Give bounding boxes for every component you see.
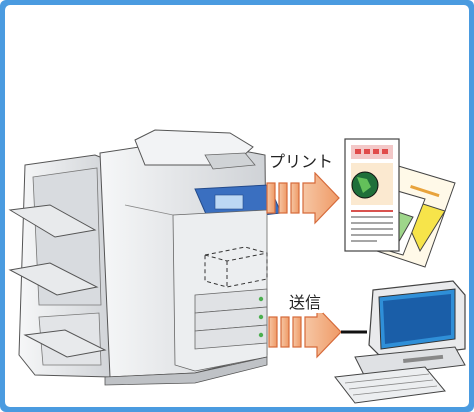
diagram-svg [5,5,469,407]
send-arrow [269,307,341,357]
print-label: プリント [267,148,335,172]
desktop-computer-illustration [335,281,465,403]
print-arrow [267,173,339,223]
copier-illustration [10,130,281,385]
diagram-canvas: プリント 送信 [5,5,469,407]
send-label: 送信 [287,289,323,313]
printed-documents-illustration [345,139,455,267]
